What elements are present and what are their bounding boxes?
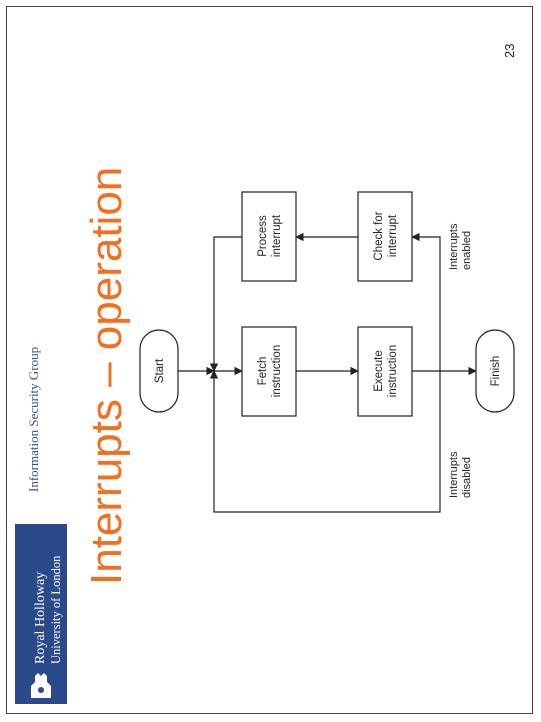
execute-label-line2: instruction: [387, 345, 399, 397]
fetch-label-line1: Fetch: [257, 357, 269, 386]
process-interrupt-box: [241, 191, 297, 282]
process-label-line1: Process: [257, 215, 269, 257]
arrow-to-check-interrupt: [411, 232, 441, 371]
interrupts-disabled-line1: Interrupts: [448, 451, 460, 498]
interrupts-disabled-line2: disabled: [461, 457, 473, 498]
interrupts-enabled-line2: enabled: [461, 231, 473, 270]
start-label: Start: [154, 358, 166, 383]
interrupts-enabled-line1: Interrupts: [448, 223, 460, 270]
arrow-process-to-loop: [209, 236, 242, 372]
slide-frame: [6, 6, 533, 714]
crest-icon: [31, 673, 51, 698]
process-label-line2: interrupt: [271, 214, 283, 257]
execute-label-line1: Execute: [373, 350, 385, 392]
finish-label: Finish: [490, 356, 502, 387]
fetch-label-line2: instruction: [271, 345, 283, 397]
check-interrupt-box: [357, 191, 413, 282]
check-label-line2: interrupt: [387, 214, 399, 257]
university-logo: Royal Holloway University of London: [15, 524, 67, 704]
check-label-line1: Check for: [373, 211, 385, 260]
fetch-instruction-box: [241, 326, 297, 417]
execute-instruction-box: [357, 326, 413, 417]
arrow-disabled-loop-back: [209, 370, 441, 513]
